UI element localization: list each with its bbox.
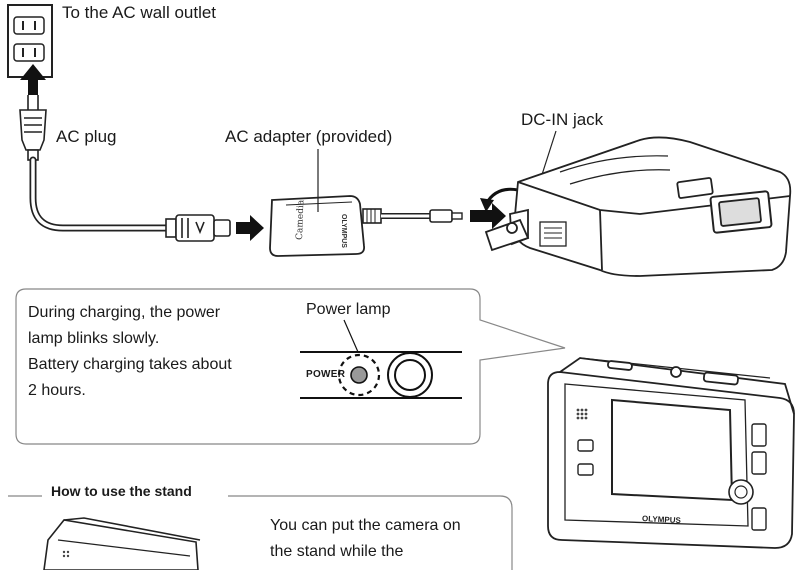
stand-description-line: You can put the camera on (270, 517, 461, 534)
power-marking: POWER (306, 369, 346, 380)
wall-outlet-label: To the AC wall outlet (62, 3, 217, 22)
camera-front: OLYMPUS (547, 357, 795, 549)
callout-box (15, 288, 566, 445)
stand-description-line: the stand while the (270, 543, 404, 560)
charging-note-line: During charging, the power (28, 304, 221, 321)
stand-box (8, 495, 513, 570)
dc-cord (362, 208, 463, 224)
ac-plug-label: AC plug (56, 127, 117, 146)
arrow-right-icon (236, 215, 264, 241)
arrow-right-icon (470, 203, 506, 229)
wall-outlet (7, 4, 53, 78)
charging-note-line: lamp blinks slowly. (28, 330, 160, 347)
stand-description: You can put the camera on the stand whil… (270, 513, 461, 565)
ac-connector (165, 214, 231, 242)
stand-section-title: How to use the stand (45, 482, 198, 500)
ac-adapter: Camedia OLYMPUS (269, 195, 365, 257)
svg-text:OLYMPUS: OLYMPUS (642, 514, 682, 525)
svg-text:OLYMPUS: OLYMPUS (340, 214, 347, 248)
arrow-up-icon (20, 64, 46, 95)
power-lamp-detail (300, 319, 462, 399)
charging-note-line: 2 hours. (28, 382, 86, 399)
charging-note-line: Battery charging takes about (28, 356, 232, 373)
dc-in-jack-label: DC-IN jack (521, 110, 604, 129)
camera-oblique (484, 136, 792, 277)
power-lamp-label: Power lamp (306, 301, 391, 318)
ac-adapter-label: AC adapter (provided) (225, 127, 393, 146)
stand-camera (43, 517, 201, 570)
svg-text:Camedia: Camedia (295, 199, 306, 240)
power-cord (29, 156, 172, 232)
charging-note: During charging, the power lamp blinks s… (28, 300, 298, 404)
ac-plug (19, 95, 47, 161)
